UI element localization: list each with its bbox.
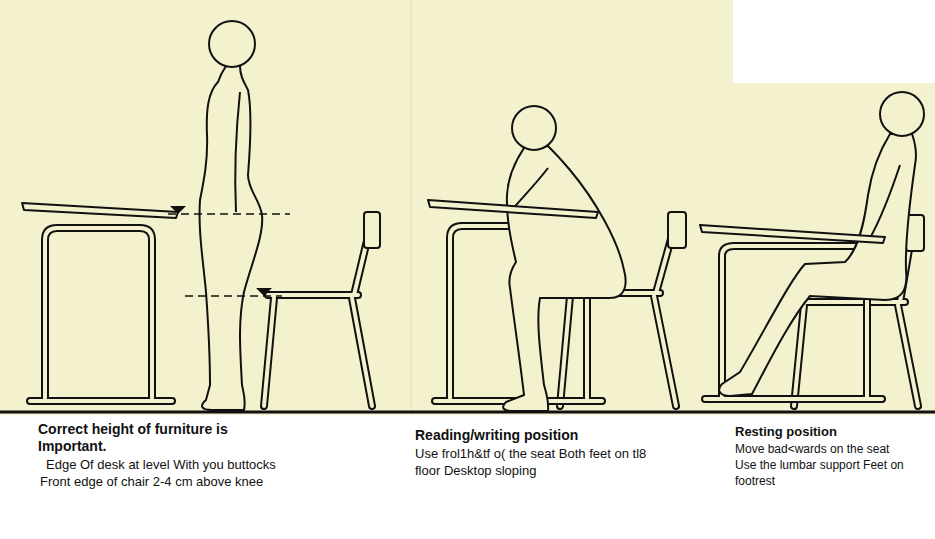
desktop xyxy=(22,203,178,218)
figure-head xyxy=(512,106,556,150)
floor-line xyxy=(0,411,935,414)
figure-head xyxy=(209,21,255,67)
panel-note: Edge Of desk at level With you buttocks … xyxy=(40,456,280,490)
reading-figure xyxy=(503,146,626,411)
picture-ground xyxy=(0,0,935,415)
panel-note: Use frol1h&tf o( the seat Both feet on t… xyxy=(415,445,655,479)
panel-heading: Correct height of furniture is Important… xyxy=(38,421,273,455)
panel-heading: Resting position xyxy=(735,424,925,440)
panel-heading: Reading/writing position xyxy=(415,427,675,444)
desktop xyxy=(700,225,885,243)
level-marker xyxy=(256,288,272,296)
height-guide xyxy=(168,213,290,215)
desktop xyxy=(428,200,598,218)
standing-figure xyxy=(200,66,263,410)
level-marker xyxy=(170,206,186,214)
panel-note: Move bad<wards on the seat Use the lumba… xyxy=(735,441,905,489)
resting-figure xyxy=(719,134,916,396)
blank-corner xyxy=(733,0,935,83)
figure-head xyxy=(880,92,924,136)
chair-backrest xyxy=(364,212,380,248)
figure-arm xyxy=(235,92,240,212)
figure-arm xyxy=(822,165,900,238)
height-guide xyxy=(185,295,282,297)
chair-backrest xyxy=(668,212,686,248)
panel-divider xyxy=(411,0,412,410)
